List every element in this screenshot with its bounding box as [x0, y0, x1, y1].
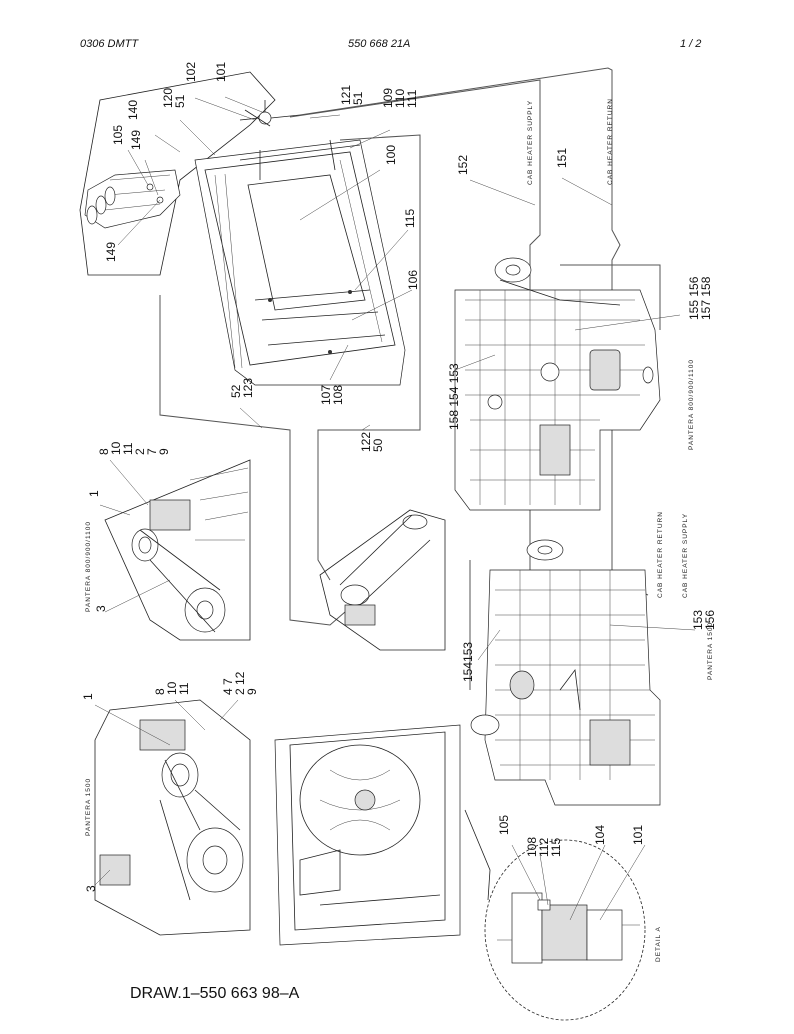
callout-c153-156: 153156	[691, 610, 717, 630]
callout-c100: 100	[384, 145, 398, 165]
callout-c105-top: 105	[111, 125, 125, 145]
callout-c3-low: 3	[84, 885, 98, 892]
detail-a-view	[484, 839, 646, 1021]
engine-1500-pulley	[526, 539, 564, 561]
callout-numbers: 101 102 12051 140 149 105 149 12151 109110111 100…	[81, 62, 717, 892]
callout-c105-detail: 105	[497, 815, 511, 835]
callout-c52-123: 52123	[229, 378, 255, 398]
callout-c109-111: 109110111	[381, 88, 419, 108]
note-cab-heater-supply-top: CAB HEATER SUPPLY	[527, 100, 534, 185]
callout-c121-51: 12151	[339, 85, 365, 105]
callout-c140: 140	[126, 100, 140, 120]
heater-valve-unit	[84, 169, 181, 229]
callout-c155-157: 155 156157 158	[687, 276, 713, 320]
note-cab-heater-supply-mid: CAB HEATER SUPPLY	[682, 513, 689, 598]
callout-c158-153: 158 154 153	[447, 363, 461, 430]
compressor-view-800	[104, 459, 251, 641]
callout-c104: 104	[593, 825, 607, 845]
engine-1500-view	[470, 539, 661, 806]
crank-pulley-1500	[186, 827, 244, 893]
callout-c1-low: 1	[81, 693, 95, 700]
callout-c154-153: 154153	[461, 642, 475, 682]
leader-lines	[94, 96, 696, 921]
callout-c101-top: 101	[214, 62, 228, 82]
heater-core-inset	[79, 71, 301, 276]
callout-c107-108: 107108	[319, 385, 345, 405]
note-model-800-right: PANTERA 800/900/1100	[688, 359, 695, 450]
crank-pulley-800	[184, 587, 226, 633]
note-model-1500-left: PANTERA 1500	[85, 778, 92, 836]
engine-800-pulley	[494, 257, 621, 306]
compressor-pulley-800	[131, 528, 159, 562]
callout-c149-top: 149	[129, 130, 143, 150]
compressor-view-1500	[94, 699, 251, 936]
engine-800-view	[454, 257, 661, 511]
callout-c122-50: 12250	[359, 432, 385, 452]
belt-drive-view	[319, 509, 446, 651]
drawing-reference: DRAW.1–550 663 98–A	[130, 985, 300, 1002]
heater-control-valve	[239, 100, 301, 127]
callout-c106: 106	[406, 270, 420, 290]
callout-c108-115: 108112115	[525, 837, 563, 857]
note-model-800-left: PANTERA 800/900/1100	[85, 521, 92, 612]
radiator-core	[194, 139, 406, 386]
header-page-number: 1 / 2	[680, 38, 702, 50]
callout-c1-mid: 1	[87, 490, 101, 497]
header-part-number: 550 668 21A	[348, 38, 411, 50]
note-cab-heater-return-mid: CAB HEATER RETURN	[657, 511, 664, 598]
callout-c152: 152	[456, 155, 470, 175]
callout-c149-bottom: 149	[104, 242, 118, 262]
callout-c115: 115	[403, 209, 417, 228]
condenser-fan	[299, 744, 421, 856]
condenser-unit	[274, 724, 491, 946]
callout-c8-11-low: 81011	[153, 681, 191, 695]
callout-c102: 102	[184, 62, 198, 82]
note-detail-a: DETAIL A	[655, 926, 662, 962]
callout-c8-9: 81011279	[97, 441, 171, 455]
engine-1500-turbo	[470, 670, 535, 736]
note-cab-heater-return-top: CAB HEATER RETURN	[607, 98, 614, 185]
callout-c120-51: 12051	[161, 88, 187, 108]
callout-c101-detail: 101	[631, 825, 645, 845]
callout-c151: 151	[555, 148, 569, 168]
note-model-1500-right: PANTERA 1500	[707, 622, 714, 680]
engine-800-filter	[589, 349, 654, 391]
callout-c3-mid: 3	[94, 605, 108, 612]
header-document-code: 0306 DMTT	[80, 38, 139, 50]
callout-c4-12: 4 72 129	[221, 671, 259, 695]
